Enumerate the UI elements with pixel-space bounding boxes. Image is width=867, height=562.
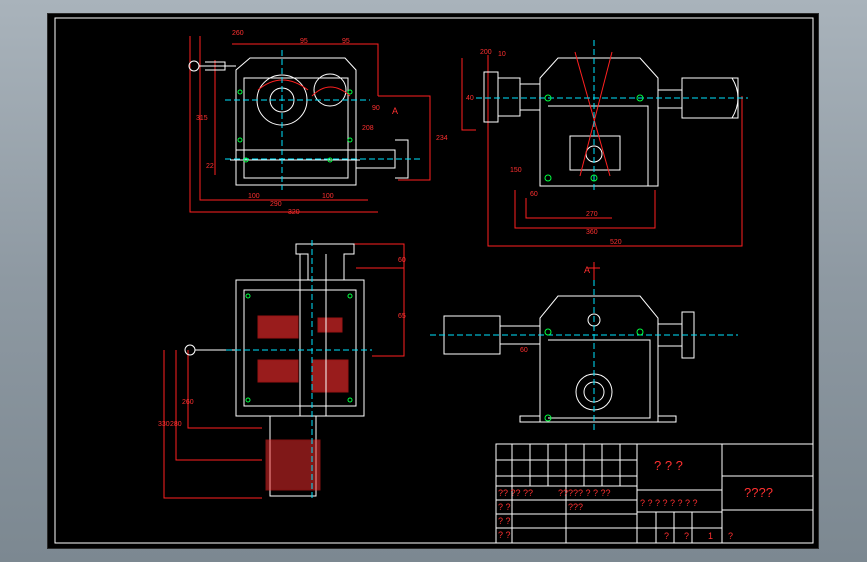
- title-name: ? ? ?: [654, 458, 683, 473]
- dim-60b: 60: [398, 257, 406, 264]
- dim-280: 280: [170, 421, 182, 428]
- title-row-d: ? ?: [498, 530, 511, 540]
- dim-95b: 95: [342, 38, 350, 45]
- dim-260: 260: [232, 30, 244, 37]
- section-label-a: A: [392, 106, 398, 116]
- dim-60: 60: [530, 191, 538, 198]
- dim-270: 270: [586, 211, 598, 218]
- title-last-b: ?: [684, 531, 689, 541]
- dim-40: 40: [466, 95, 474, 102]
- title-row-a: ?? ?? ??: [498, 488, 533, 498]
- dim-290: 290: [270, 201, 282, 208]
- view-label-a: A: [584, 265, 590, 275]
- title-block: [495, 443, 814, 544]
- title-row-b: ? ?: [498, 502, 511, 512]
- title-last-d: ?: [728, 531, 733, 541]
- dim-60c: 60: [520, 347, 528, 354]
- dim-360: 360: [586, 229, 598, 236]
- title-block-text: ? ? ? ???? ?? ?? ?? ????? ? ? ?? ? ? ???…: [498, 458, 773, 541]
- dim-22: 22: [206, 163, 214, 170]
- front-view: [188, 36, 431, 213]
- dim-234: 234: [436, 135, 448, 142]
- dim-208: 208: [362, 125, 374, 132]
- title-row-c: ? ?: [498, 516, 511, 526]
- side-view-bottom: [430, 280, 738, 432]
- dim-10: 10: [498, 51, 506, 58]
- dim-330: 330: [158, 421, 170, 428]
- dim-65: 65: [398, 313, 406, 320]
- side-view-top: [461, 40, 748, 247]
- dim-200: 200: [480, 49, 492, 56]
- dim-320: 320: [288, 209, 300, 216]
- dim-90: 90: [372, 105, 380, 112]
- title-mid-row: ? ? ? ? ? ? ? ?: [640, 498, 698, 508]
- title-last-a: ?: [664, 531, 669, 541]
- dim-150: 150: [510, 167, 522, 174]
- dim-315: 315: [196, 115, 208, 122]
- dim-95a: 95: [300, 38, 308, 45]
- title-row-b2: ???: [568, 502, 583, 512]
- section-marker: [588, 262, 600, 280]
- dim-260b: 260: [182, 399, 194, 406]
- dim-520: 520: [610, 239, 622, 246]
- dimension-labels: A A 260 95 95 315 22 90 234 100 100 290 …: [158, 30, 622, 428]
- dim-100a: 100: [248, 193, 260, 200]
- title-main: ????: [744, 485, 773, 500]
- section-view: [163, 240, 405, 500]
- drawing-border: [54, 17, 814, 544]
- title-last-c: 1: [708, 531, 713, 541]
- title-row-a2: ????? ? ? ??: [558, 488, 611, 498]
- dim-100b: 100: [322, 193, 334, 200]
